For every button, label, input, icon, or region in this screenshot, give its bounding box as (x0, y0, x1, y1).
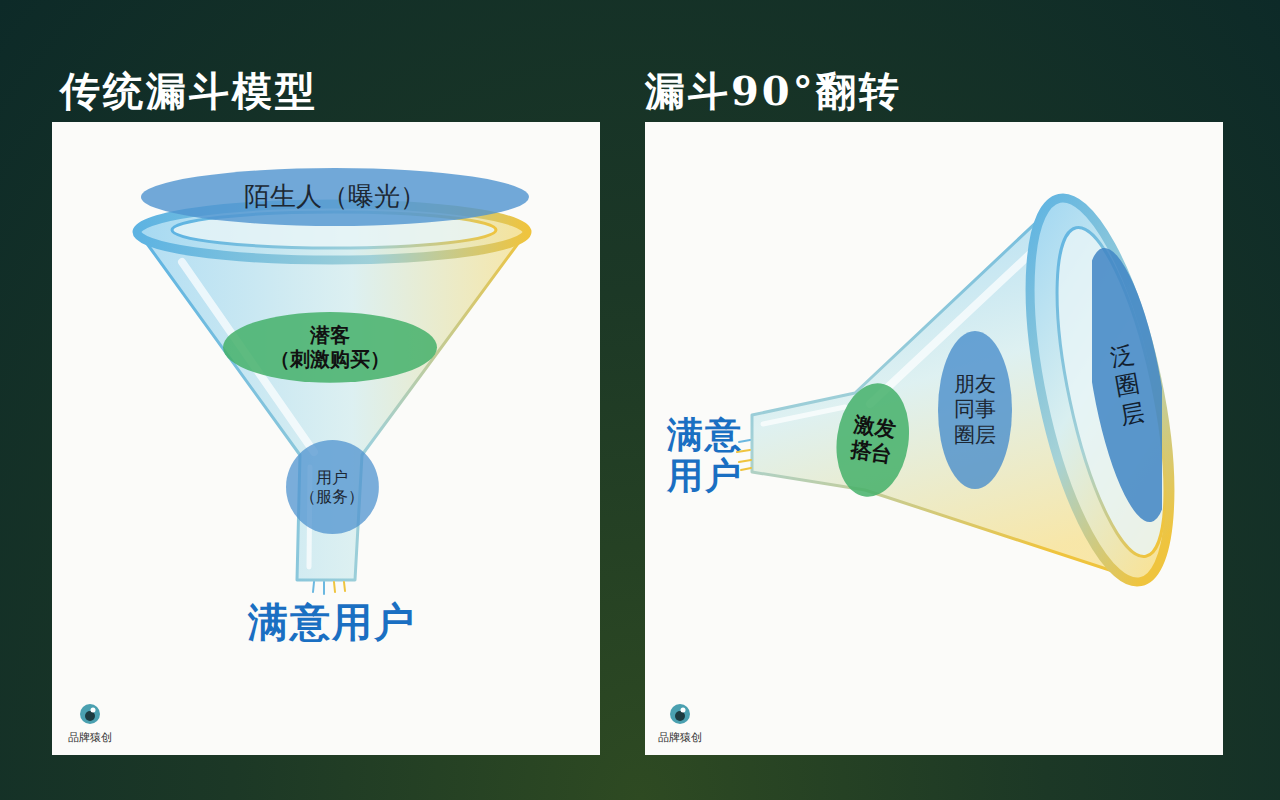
panel: 传统漏斗模型陌生人（曝光）潜客 （刺激购买）用户 （服务） (52, 122, 600, 755)
text-line: 品牌猿创 (658, 732, 702, 745)
ellipse-node: 陌生人（曝光） (140, 167, 530, 227)
node-text: 朋友 同事 圈层 (954, 372, 996, 448)
text-line: 圈层 (954, 423, 996, 448)
ellipse-node: 用户 （服务） (285, 439, 380, 535)
text-line: 搭台 (849, 437, 894, 468)
text-line: （服务） (300, 487, 364, 506)
ellipse-node: 泛圈层 (1092, 245, 1162, 525)
ellipse-node: 激发 搭台 (836, 382, 910, 498)
ellipse-node: 潜客 （刺激购买） (222, 311, 438, 384)
node-text: 潜客 （刺激购买） (270, 323, 390, 371)
text-line: 品牌猿创 (68, 732, 112, 745)
node-text: 用户 （服务） (300, 468, 364, 506)
text-line: 满意用户 (248, 599, 416, 645)
text-line: （刺激购买） (270, 347, 390, 371)
text-line: 用户 (300, 468, 364, 487)
text-line: 潜客 (270, 323, 390, 347)
ellipse-node: 朋友 同事 圈层 (937, 330, 1013, 490)
text-line: 陌生人（曝光） (244, 181, 426, 212)
text-line: 朋友 (954, 372, 996, 397)
panel-title: 传统漏斗模型 (60, 64, 318, 119)
watermark: 品牌猿创 (68, 732, 112, 745)
panel-title: 漏斗90°翻转 (645, 64, 902, 119)
text-line: 用户 (667, 455, 743, 496)
node-text: 激发 搭台 (849, 412, 898, 468)
text-line: 同事 (954, 397, 996, 422)
watermark: 品牌猿创 (658, 732, 702, 745)
node-text: 陌生人（曝光） (244, 181, 426, 212)
result-label: 满意用户 (248, 599, 416, 645)
text-line: 满意 (667, 414, 743, 455)
result-label: 满意 用户 (667, 414, 743, 497)
